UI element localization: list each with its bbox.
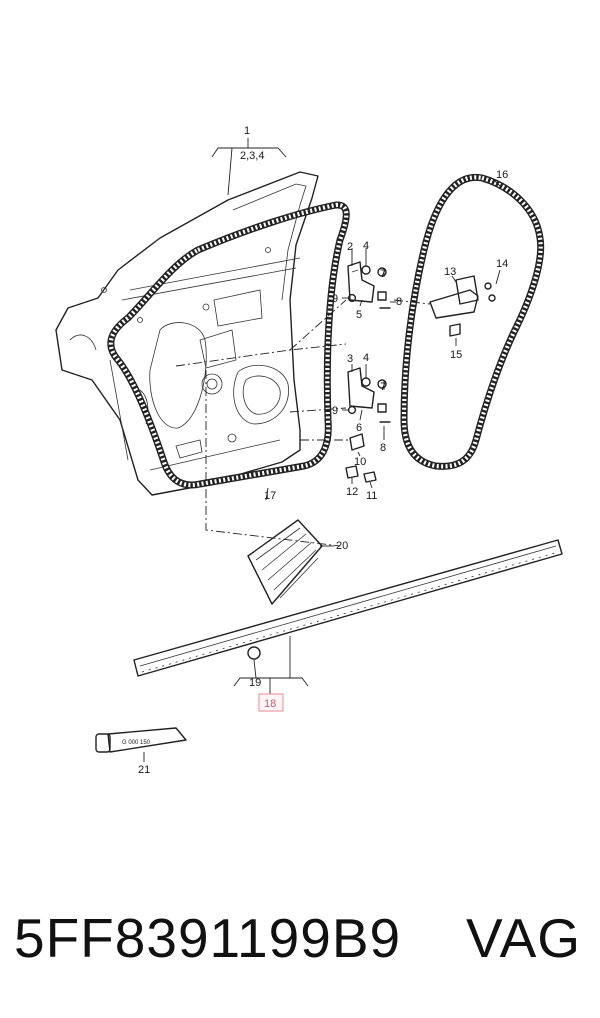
callout-19: 19 <box>249 677 261 689</box>
callout-20: 20 <box>336 540 348 552</box>
callout-21: 21 <box>138 764 150 776</box>
grease-tube: G 000 150 <box>95 727 187 753</box>
door-shell <box>55 171 319 496</box>
loose-fasteners <box>345 433 377 483</box>
callout-6: 6 <box>356 422 362 434</box>
callout-11: 11 <box>366 490 377 502</box>
sound-insulation-pad <box>247 519 323 605</box>
callout-5: 5 <box>356 309 362 321</box>
tube-label: G 000 150 <box>122 740 151 746</box>
door-frame-seal <box>107 201 350 489</box>
callout-17: 17 <box>264 490 276 502</box>
callout-14: 14 <box>496 258 508 270</box>
callout-13: 13 <box>444 266 456 278</box>
brand-text: VAG <box>466 907 582 969</box>
callout-8-lower: 8 <box>380 442 386 454</box>
callout-4-upper: 4 <box>363 240 369 252</box>
footer-caption: 5FF8391199B9 VAG <box>0 898 600 978</box>
callout-18-highlight <box>258 693 284 712</box>
callout-2-upper: 2 <box>347 241 353 253</box>
callout-15: 15 <box>450 349 462 361</box>
callout-4-lower: 4 <box>363 352 369 364</box>
callout-8-upper: 8 <box>396 296 402 308</box>
callout-labels: 1 2,3,4 2 4 7 9 5 8 3 4 7 9 6 8 10 12 11… <box>138 125 508 776</box>
lower-hinge-group <box>347 367 391 423</box>
part-number-text: 5FF8391199B9 <box>14 907 402 969</box>
callout-1: 1 <box>244 125 250 137</box>
callout-9-lower: 9 <box>332 405 338 417</box>
callout-1-sub: 2,3,4 <box>240 150 264 162</box>
leader-lines <box>143 138 501 762</box>
body-opening-seal <box>400 173 545 470</box>
callout-10: 10 <box>354 456 366 468</box>
callout-9-upper: 9 <box>332 293 338 305</box>
door-check-strap <box>429 275 496 337</box>
callout-7-lower: 7 <box>380 381 386 393</box>
callout-18: 18 <box>264 698 276 710</box>
window-moulding-strip <box>133 539 563 677</box>
callout-12: 12 <box>346 486 358 498</box>
callout-16: 16 <box>496 169 508 181</box>
callout-7-upper: 7 <box>380 268 386 280</box>
callout-3-lower: 3 <box>347 353 353 365</box>
